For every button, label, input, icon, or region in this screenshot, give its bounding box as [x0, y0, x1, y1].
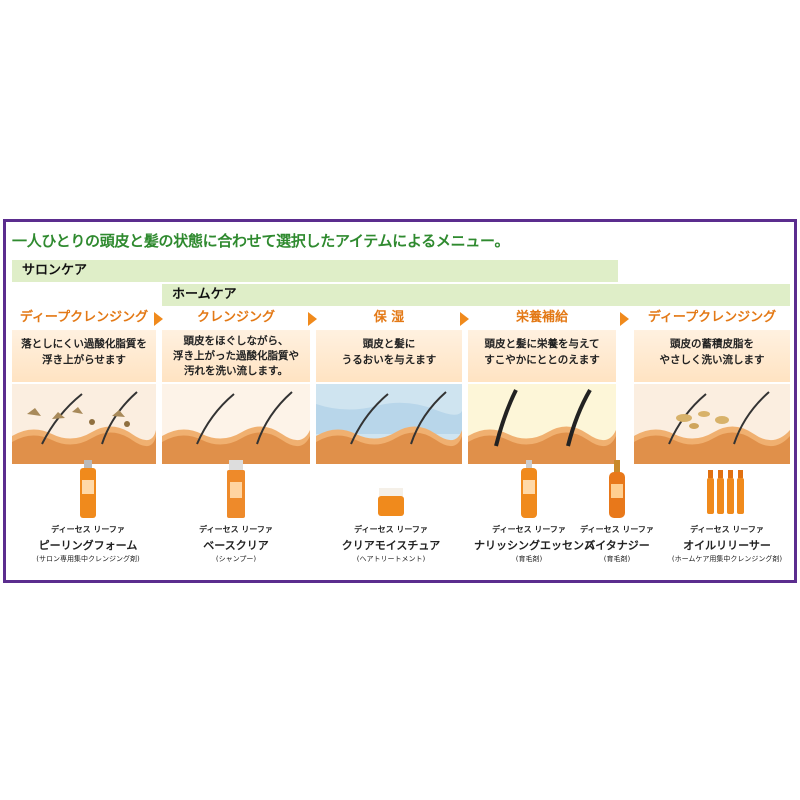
- product-oil-releaser: ディーセス リーファ オイルリリーサー (ホームケア用集中クレンジング剤): [666, 460, 788, 564]
- product-name: ベースクリア: [203, 539, 269, 552]
- arrow-icon: [620, 312, 629, 326]
- product-brand: ディーセス リーファ: [580, 525, 654, 534]
- product-brand: ディーセス リーファ: [690, 525, 764, 534]
- product-base-clear: ディーセス リーファ ベースクリア (シャンプー): [176, 460, 296, 564]
- step-title: ディープクレンジング: [19, 310, 149, 325]
- product-note: (ヘアトリートメント): [356, 555, 426, 563]
- product-brand: ディーセス リーファ: [51, 525, 125, 534]
- arrow-icon: [308, 312, 317, 326]
- product-note: (育毛剤): [515, 555, 543, 563]
- shampoo-bottle-icon: [227, 460, 245, 518]
- product-peeling-foam: ディーセス リーファ ピーリングフォーム (サロン専用集中クレンジング剤): [28, 460, 148, 564]
- product-note: (育毛剤): [603, 555, 631, 563]
- skin-illustration-clean: [162, 384, 310, 464]
- product-brand: ディーセス リーファ: [354, 525, 428, 534]
- tall-bottle-icon: [80, 460, 96, 518]
- skin-illustration-nourish: [468, 384, 616, 464]
- step-1: ディープクレンジング 落としにくい過酸化脂質を浮き上がらせます: [12, 308, 156, 578]
- salon-care-band: サロンケア: [12, 260, 618, 282]
- product-clear-moisture: ディーセス リーファ クリアモイスチュア (ヘアトリートメント): [326, 460, 456, 564]
- product-brand: ディーセス リーファ: [492, 525, 566, 534]
- product-nourishing-essence: ディーセス リーファ ナリッシングエッセンス (育毛剤): [474, 460, 595, 564]
- step-description: 頭皮と髪に栄養を与えてすこやかにととのえます: [468, 330, 616, 382]
- step-title: クレンジング: [196, 310, 275, 325]
- step-description: 頭皮をほぐしながら、浮き上がった過酸化脂質や汚れを洗い流します。: [162, 330, 310, 382]
- product-brand: ディーセス リーファ: [199, 525, 273, 534]
- arrow-icon: [154, 312, 163, 326]
- skin-illustration-sebum: [634, 384, 790, 464]
- step-5: ディープクレンジング 頭皮の蓄積皮脂をやさしく洗い流します: [634, 308, 790, 578]
- step-title: ディープクレンジング: [647, 310, 777, 325]
- step-4: 栄養補給 頭皮と髪に栄養を与えてすこやかにととのえます: [468, 308, 616, 578]
- spray-bottle-icon: [521, 460, 537, 518]
- skin-illustration-moisture: [316, 384, 462, 464]
- ampoules-icon: [707, 470, 744, 514]
- product-note: (サロン専用集中クレンジング剤): [36, 555, 140, 563]
- skin-illustration-debris: [12, 384, 156, 464]
- product-name: クリアモイスチュア: [341, 539, 441, 552]
- arrow-icon: [460, 312, 469, 326]
- product-name: バイタナジー: [584, 539, 650, 552]
- dropper-bottle-icon: [609, 460, 625, 518]
- home-care-band: ホームケア: [162, 284, 790, 306]
- step-3: 保 湿 頭皮と髪にうるおいを与えます: [316, 308, 462, 578]
- step-2: クレンジング 頭皮をほぐしながら、浮き上がった過酸化脂質や汚れを洗い流します。: [162, 308, 310, 578]
- step-title: 栄養補給: [515, 310, 568, 325]
- product-name: オイルリリーサー: [683, 539, 771, 552]
- product-note: (シャンプー): [215, 555, 257, 563]
- product-name: ピーリングフォーム: [38, 539, 138, 552]
- step-title: 保 湿: [373, 310, 405, 325]
- product-note: (ホームケア用集中クレンジング剤): [671, 555, 783, 563]
- jar-icon: [378, 488, 404, 516]
- product-name: ナリッシングエッセンス: [474, 539, 595, 552]
- step-description: 頭皮と髪にうるおいを与えます: [316, 330, 462, 382]
- headline: 一人ひとりの頭皮と髪の状態に合わせて選択したアイテムによるメニュー。: [12, 232, 510, 250]
- menu-panel: 一人ひとりの頭皮と髪の状態に合わせて選択したアイテムによるメニュー。 サロンケア…: [3, 219, 797, 583]
- step-description: 頭皮の蓄積皮脂をやさしく洗い流します: [634, 330, 790, 382]
- product-vitanergy: ディーセス リーファ バイタナジー (育毛剤): [572, 460, 662, 564]
- step-description: 落としにくい過酸化脂質を浮き上がらせます: [12, 330, 156, 382]
